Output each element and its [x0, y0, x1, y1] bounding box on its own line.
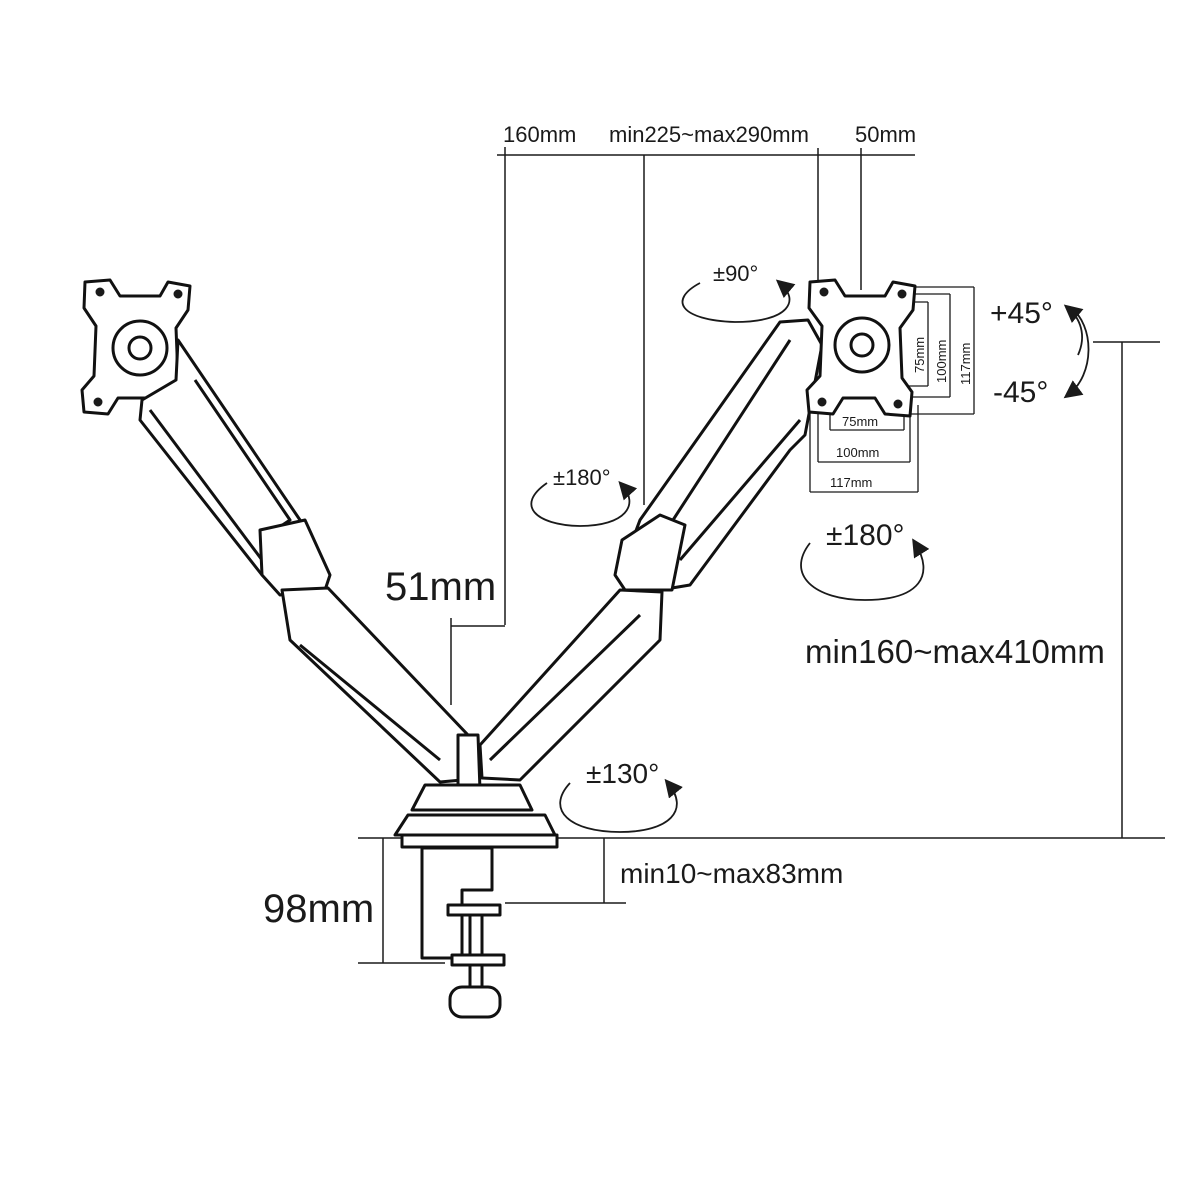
clamp-knob: [448, 985, 502, 1019]
right-elbow: [613, 513, 687, 592]
vesa-brackets: [809, 286, 975, 493]
label-desk-thickness: min10~max83mm: [620, 858, 843, 889]
dimension-lines: [358, 147, 1165, 964]
base-assembly: [393, 733, 559, 1019]
label-tilt-down: -45°: [993, 376, 1048, 409]
left-plate-center: [127, 335, 153, 361]
right-arm: [478, 278, 917, 782]
head-swivel-arrow: [800, 538, 930, 601]
tilt-arrow-up: [1063, 304, 1084, 356]
left-lower-arm: [280, 586, 470, 784]
label-base-swivel: ±130°: [586, 758, 659, 789]
clamp-body: [420, 846, 494, 960]
label-vesa-h75: 75mm: [842, 414, 878, 429]
head-rotate-arrow: [681, 279, 796, 323]
left-elbow: [258, 518, 332, 597]
base-collar: [410, 783, 534, 812]
label-arm-swivel: ±180°: [553, 465, 611, 490]
rotation-arrows: [530, 279, 1090, 833]
base-swivel-arrow: [559, 778, 683, 833]
base-foot: [400, 833, 559, 849]
label-tilt-up: +45°: [990, 297, 1053, 330]
right-plate-center: [849, 332, 875, 358]
label-pole-offset: 51mm: [385, 565, 496, 609]
label-height-range: min160~max410mm: [805, 633, 1105, 670]
label-vesa-h117: 117mm: [830, 475, 872, 490]
label-arm-length: min225~max290mm: [609, 122, 809, 147]
center-post: [456, 733, 482, 792]
labels: 160mm min225~max290mm 50mm ±90° ±180° ±1…: [263, 122, 1105, 931]
base-plate: [393, 813, 557, 837]
left-arm: [80, 278, 470, 784]
label-clamp-height: 98mm: [263, 887, 374, 931]
label-vesa-v100: 100mm: [934, 340, 949, 383]
label-vesa-v75: 75mm: [912, 337, 927, 373]
label-head-rotate: ±90°: [713, 261, 758, 286]
label-top-offset: 160mm: [503, 122, 576, 147]
label-head-offset: 50mm: [855, 122, 916, 147]
clamp-shaft: [468, 963, 484, 989]
clamp-screw: [468, 913, 484, 957]
label-head-swivel: ±180°: [826, 519, 905, 552]
label-vesa-v117: 117mm: [958, 343, 973, 385]
label-vesa-h100: 100mm: [836, 445, 879, 460]
arm-swivel-arrow: [530, 480, 638, 527]
